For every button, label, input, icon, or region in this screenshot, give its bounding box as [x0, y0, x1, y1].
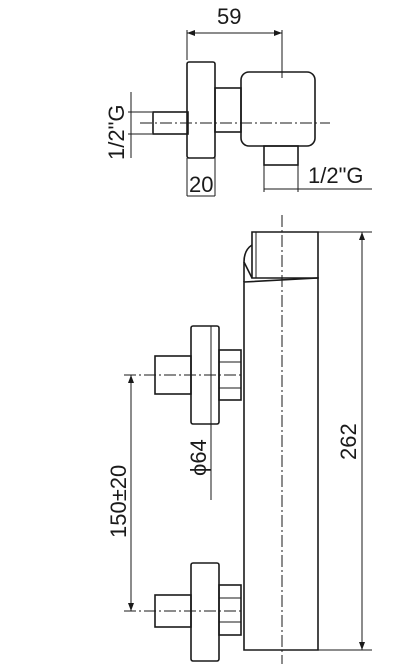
top-view: 59 1/2"G 20 1/2": [104, 4, 372, 197]
dimension-20: 20: [186, 132, 216, 197]
handle-cap: [243, 231, 319, 282]
lower-inlet: [124, 562, 242, 662]
nut-top: [214, 87, 242, 133]
outlet-stub-top: [263, 145, 299, 166]
dimension-20-label: 20: [189, 172, 213, 197]
inlet-thread-label: 1/2"G: [104, 104, 129, 160]
outlet-thread-label: 1/2"G: [308, 163, 364, 188]
dimension-150-label: 150±20: [106, 465, 131, 538]
dimension-262-label: 262: [336, 423, 361, 460]
dimension-64-label: ϕ64: [186, 439, 211, 476]
dimension-262: 262: [318, 231, 372, 651]
front-view: 262: [106, 215, 372, 664]
dimension-59-label: 59: [217, 4, 241, 29]
dimension-59: 59: [186, 4, 283, 78]
mixer-body-front: [243, 277, 319, 651]
dimension-150: 150±20: [106, 375, 134, 611]
mixer-body-top: [240, 71, 316, 147]
outlet-thread-dimension: 1/2"G: [263, 163, 372, 192]
dimension-64: ϕ64: [186, 326, 212, 500]
upper-inlet: [124, 325, 242, 425]
wall-flange-top: [186, 61, 216, 159]
